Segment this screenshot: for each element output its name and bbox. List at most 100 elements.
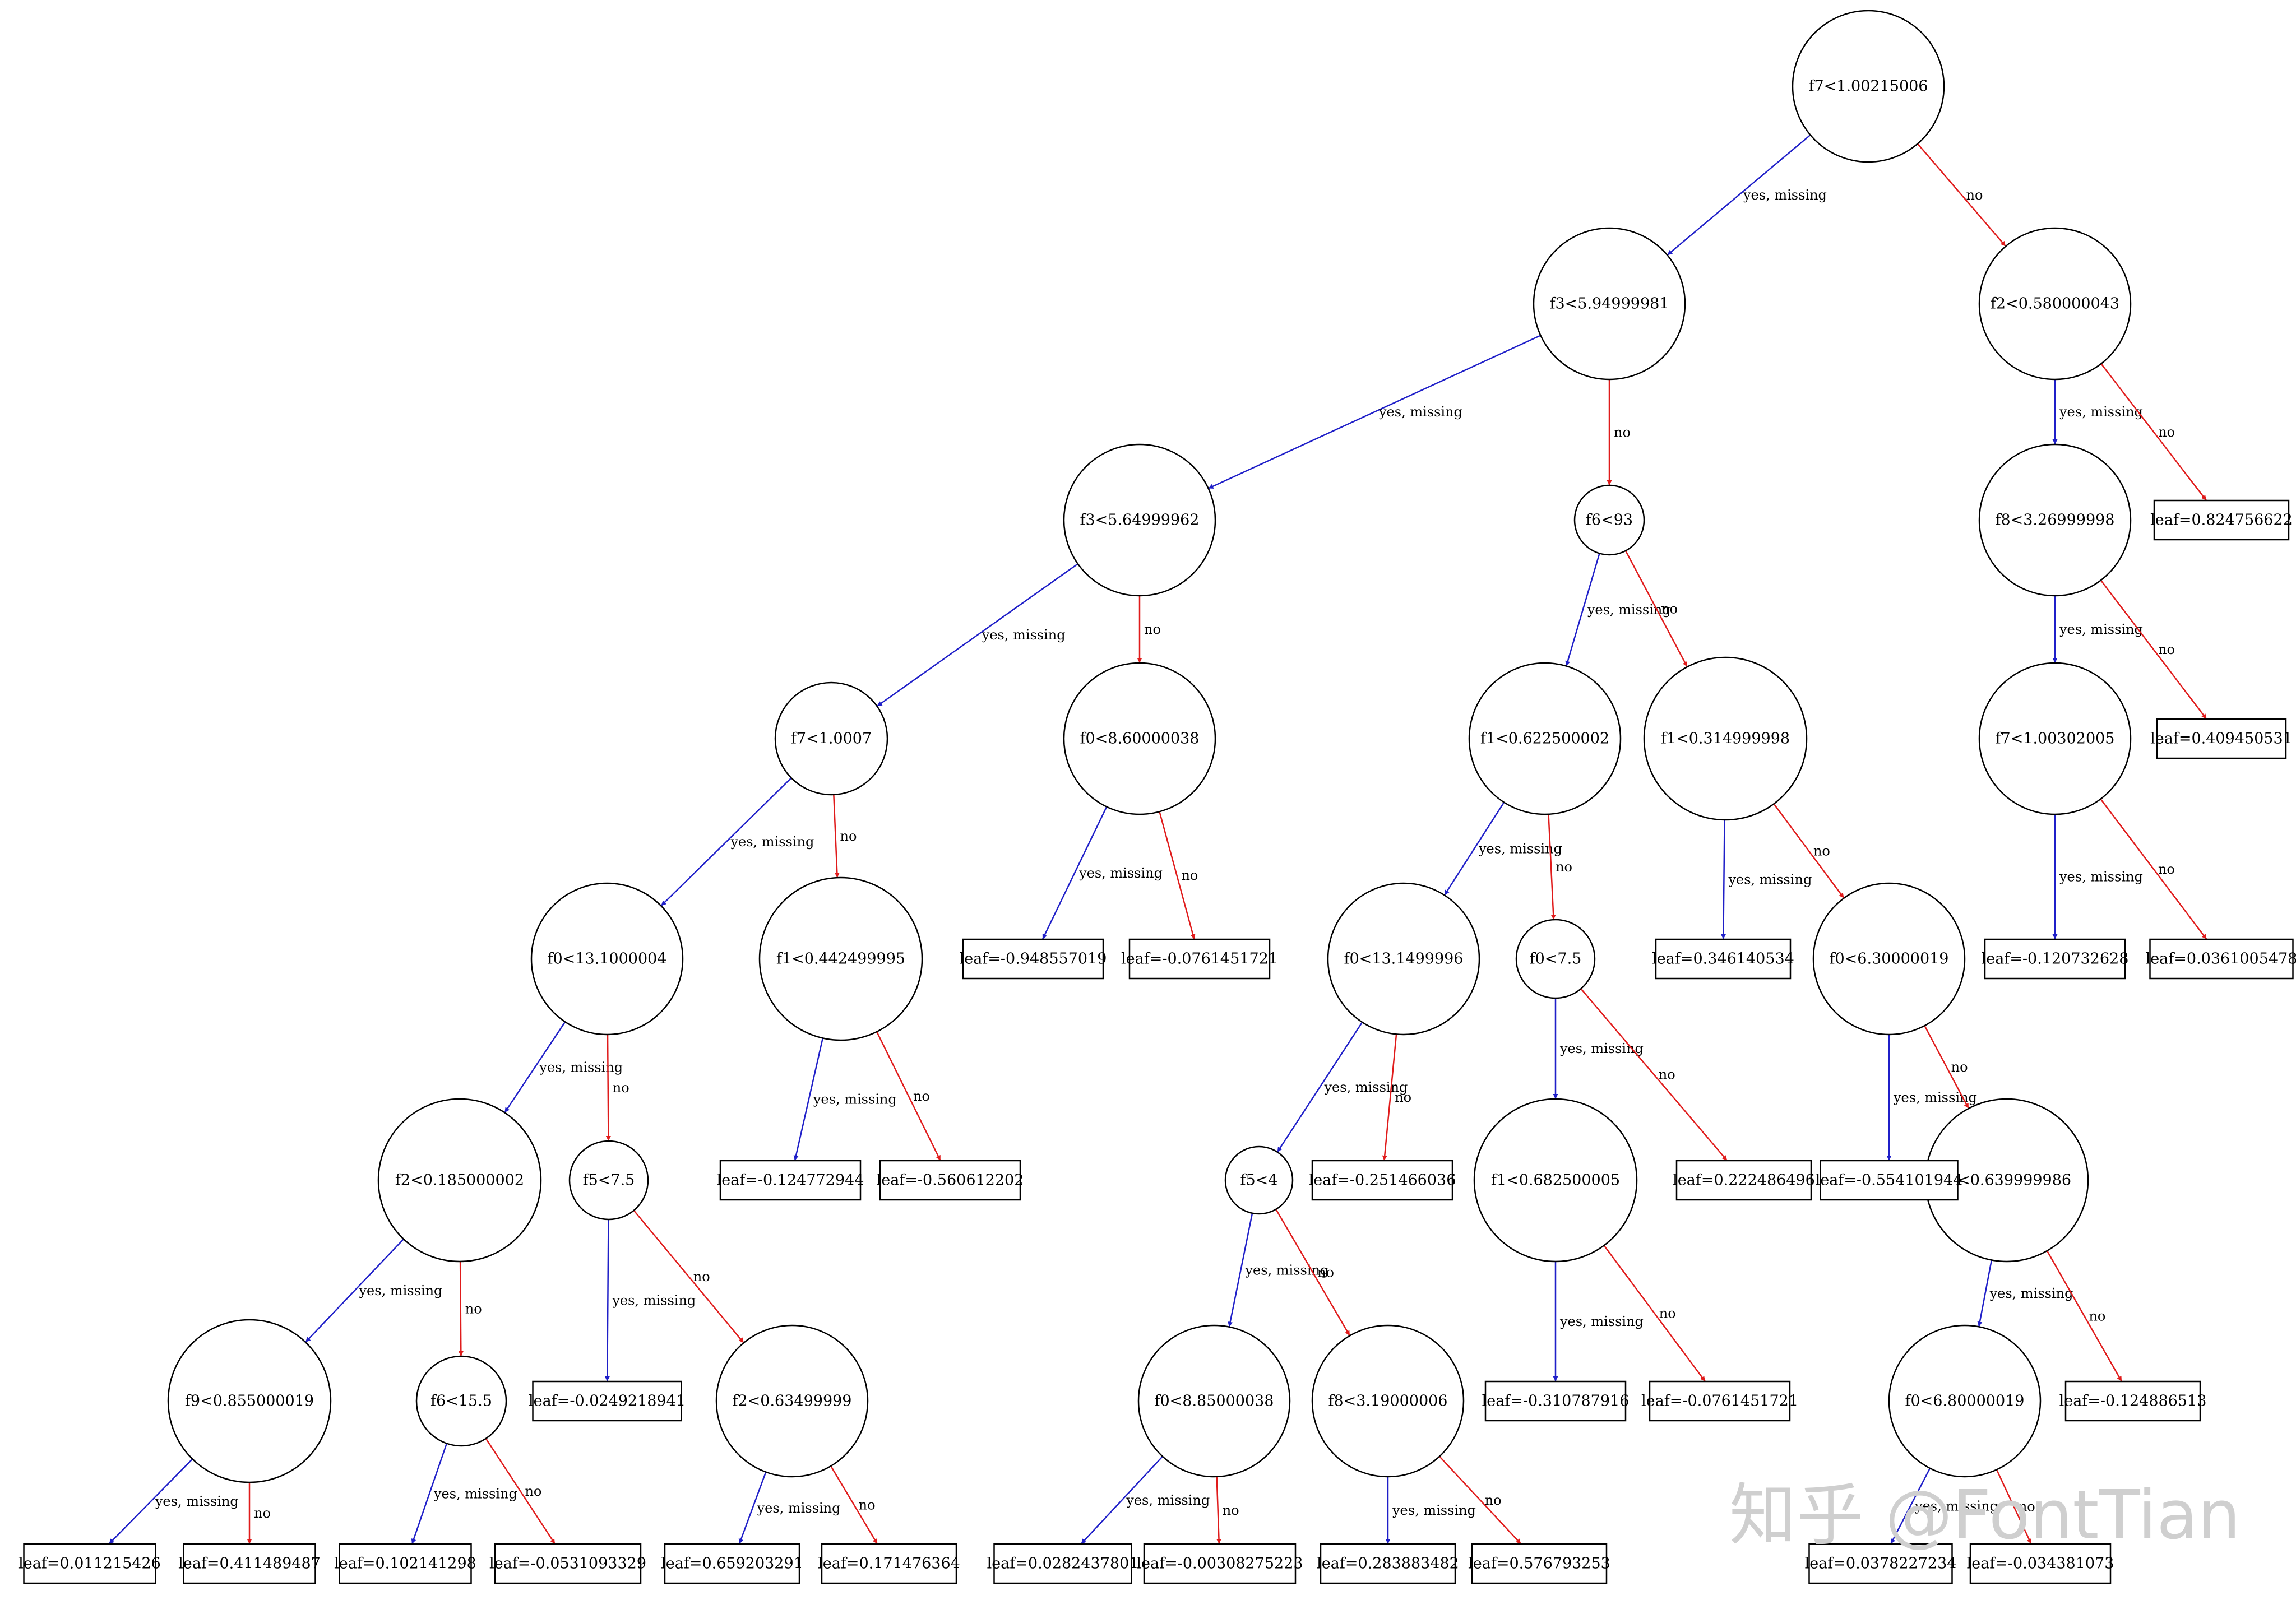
leaf-node-l24: leaf=0.283883482 (1317, 1543, 1459, 1584)
edge-yes-n20-n26: yes, missing (1977, 1260, 2073, 1327)
leaf-node-l10: leaf=0.222486496 (1673, 1160, 1815, 1201)
edge-yes-n12-l7: yes, missing (793, 1038, 897, 1161)
leaf-node-l4: leaf=0.346140534 (1652, 938, 1794, 980)
edge-line (2046, 1250, 2123, 1382)
leaf-node-l0: leaf=0.824756622 (2150, 499, 2293, 541)
edge-no-n6-n12: no (833, 794, 857, 878)
edge-yes-n22-l18: yes, missing (411, 1443, 517, 1545)
edge-yes-n24-l22: yes, missing (1080, 1455, 1210, 1545)
watermark-text: 知乎 @FontTian (1729, 1477, 2241, 1555)
node-circle (1063, 662, 1216, 815)
decision-node-n5: f8<3.26999998 (1978, 443, 2132, 597)
edge-label: yes, missing (1743, 187, 1827, 203)
edge-label: yes, missing (2059, 622, 2143, 637)
edge-label: no (465, 1301, 482, 1316)
node-label: f2<0.63499999 (733, 1393, 852, 1410)
node-label: f0<8.85000038 (1155, 1393, 1274, 1410)
edge-label: yes, missing (1587, 602, 1671, 618)
leaf-box (1675, 1160, 1812, 1201)
edge-line (1208, 335, 1541, 489)
node-circle (167, 1319, 332, 1483)
node-circle (1978, 662, 2132, 815)
edge-line (1603, 1245, 1706, 1382)
edge-label: yes, missing (982, 627, 1066, 643)
edge-line (633, 1210, 744, 1343)
decision-node-n6: f7<1.0007 (774, 681, 888, 796)
decision-node-n18: f5<4 (1224, 1145, 1294, 1215)
edge-no-n2-l0: no (2100, 363, 2207, 501)
node-label: f1<0.314999998 (1661, 730, 1790, 748)
edge-label: yes, missing (2059, 869, 2143, 885)
leaf-box (1820, 1160, 1959, 1201)
edge-line (485, 1438, 556, 1545)
edge-label: no (1966, 187, 1983, 203)
leaf-box (962, 938, 1104, 980)
node-label: f8<3.19000006 (1328, 1393, 1448, 1410)
decision-node-n7: f0<8.60000038 (1063, 662, 1216, 815)
edge-label: no (1661, 601, 1678, 616)
edge-line (1977, 1260, 1993, 1327)
edge-label: no (1556, 859, 1572, 875)
leaf-label: leaf=0.0361005478 (2146, 950, 2296, 968)
edge-line (2100, 363, 2207, 501)
edge-no-n4-n9: no (1624, 550, 1688, 667)
leaf-node-l1: leaf=0.409450531 (2150, 718, 2293, 759)
edge-yes-n13-n18: yes, missing (1276, 1022, 1408, 1153)
decision-node-n19: f1<0.682500005 (1473, 1098, 1638, 1263)
leaf-label: leaf=0.0378227234 (1805, 1555, 1957, 1573)
node-label: f0<6.80000019 (1905, 1393, 2025, 1410)
leaf-node-l2: leaf=-0.948557019 (960, 938, 1107, 980)
node-circle (1643, 656, 1808, 821)
node-circle (774, 681, 888, 796)
node-label: f7<1.00215006 (1809, 78, 1928, 95)
decision-node-n3: f3<5.64999962 (1063, 443, 1216, 597)
edge-no-n20-l15: no (2046, 1250, 2123, 1382)
leaf-box (2156, 718, 2287, 759)
edge-no-n16-n22: no (458, 1261, 482, 1357)
edge-label: yes, missing (1893, 1090, 1977, 1106)
leaf-label: leaf=-0.554101944 (1816, 1172, 1963, 1189)
leaf-label: leaf=-0.948557019 (960, 950, 1107, 968)
decision-node-n25: f8<3.19000006 (1311, 1324, 1465, 1478)
leaf-node-l17: leaf=0.411489487 (178, 1543, 321, 1584)
decision-node-n12: f1<0.442499995 (758, 876, 923, 1041)
edge-no-n9-n15: no (1773, 803, 1845, 899)
edge-label: yes, missing (730, 834, 814, 850)
edge-line (1548, 814, 1556, 920)
edge-yes-n18-n24: yes, missing (1228, 1213, 1328, 1327)
decision-node-n1: f3<5.94999981 (1533, 227, 1686, 381)
edge-line (876, 563, 1078, 707)
edge-line (1080, 1455, 1163, 1545)
edge-no-n8-n14: no (1548, 814, 1572, 920)
node-label: f9<0.855000019 (185, 1393, 314, 1410)
leaf-label: leaf=0.659203291 (661, 1555, 803, 1573)
leaf-node-l21: leaf=0.171476364 (818, 1543, 960, 1584)
edge-line (1382, 1034, 1397, 1161)
leaf-label: leaf=0.576793253 (1468, 1555, 1610, 1573)
decision-node-n24: f0<8.85000038 (1137, 1324, 1291, 1478)
edge-label: no (254, 1505, 271, 1521)
leaf-label: leaf=-0.0761451721 (1121, 950, 1278, 968)
decision-node-n15: f0<6.30000019 (1812, 882, 1966, 1036)
edge-no-n3-n7: no (1137, 596, 1161, 663)
leaf-box (1649, 1380, 1791, 1422)
leaf-label: leaf=-0.251466036 (1309, 1172, 1456, 1189)
edge-label: yes, missing (1989, 1286, 2073, 1301)
node-circle (1468, 662, 1622, 815)
leaf-box (1320, 1543, 1456, 1584)
edge-line (738, 1472, 767, 1545)
edge-line (1924, 1025, 1970, 1109)
edge-no-n26-l27: no (1996, 1469, 2035, 1545)
edge-line (1580, 988, 1728, 1161)
edge-yes-n14-n19: yes, missing (1553, 998, 1644, 1099)
edge-line (1159, 811, 1196, 940)
edge-no-n22-l19: no (485, 1438, 556, 1545)
edge-yes-n3-n6: yes, missing (876, 563, 1078, 707)
leaf-box (1969, 1543, 2112, 1584)
node-label: f3<5.64999962 (1080, 512, 1200, 529)
node-circle (758, 876, 923, 1041)
edge-yes-n23-l20: yes, missing (738, 1472, 840, 1545)
leaf-box (821, 1543, 957, 1584)
leaf-box (23, 1543, 156, 1584)
